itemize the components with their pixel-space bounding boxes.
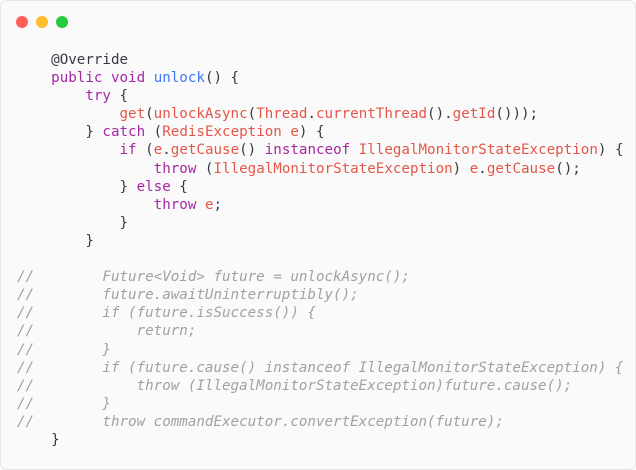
code-token: }	[17, 214, 129, 231]
code-token: // throw commandExecutor.convertExceptio…	[17, 413, 504, 430]
code-token: // throw (IllegalMonitorStateException)f…	[17, 377, 573, 394]
code-line: try {	[17, 87, 624, 105]
code-token: // future.awaitUninterruptibly();	[17, 287, 359, 304]
code-token: }	[17, 124, 103, 141]
code-token: )	[452, 160, 470, 177]
code-line: }	[17, 214, 624, 232]
code-token: RedisException	[162, 124, 282, 141]
code-token: e	[153, 142, 163, 159]
code-line: throw (IllegalMonitorStateException) e.g…	[17, 160, 624, 178]
code-line: } catch (RedisException e) {	[17, 123, 624, 141]
code-line: }	[17, 431, 624, 449]
code-line: // }	[17, 395, 624, 413]
code-token: .	[307, 106, 316, 123]
code-token	[102, 70, 111, 86]
code-token: else	[136, 178, 171, 195]
code-line: // throw commandExecutor.convertExceptio…	[17, 413, 624, 431]
code-token	[350, 142, 359, 158]
code-token: e	[290, 124, 299, 141]
code-token: ()));	[495, 106, 539, 123]
code-token: throw	[153, 196, 197, 213]
code-token: e	[204, 196, 214, 213]
code-token: void	[110, 70, 146, 87]
code-token: .	[162, 142, 171, 159]
code-line: } else {	[17, 178, 624, 196]
code-token: ();	[555, 160, 581, 177]
code-line: throw e;	[17, 196, 624, 214]
code-token	[17, 88, 85, 104]
code-token: (	[145, 124, 163, 141]
code-token: .	[478, 160, 487, 177]
code-token: if	[119, 142, 137, 159]
maximize-button[interactable]	[56, 16, 68, 28]
code-token: // if (future.isSuccess()) {	[17, 305, 316, 322]
code-token: (	[145, 106, 154, 123]
code-token: // return;	[17, 323, 197, 340]
code-token: unlockAsync	[153, 106, 248, 123]
code-token: public	[51, 70, 103, 87]
code-token: ;	[213, 196, 223, 213]
code-token: Thread	[256, 106, 308, 123]
code-token: e	[469, 160, 479, 177]
code-token: instanceof	[264, 142, 351, 159]
code-token: {	[110, 88, 129, 105]
code-token: (	[136, 142, 154, 159]
code-token	[17, 70, 51, 86]
code-block: @Override public void unlock() { try { g…	[17, 51, 624, 449]
close-button[interactable]	[16, 16, 28, 28]
code-token: try	[85, 88, 111, 105]
code-token: getId	[452, 106, 496, 123]
code-token	[145, 70, 154, 86]
code-token: }	[17, 178, 137, 195]
code-token: }	[17, 431, 60, 448]
code-token	[17, 197, 154, 213]
code-token	[17, 52, 51, 68]
code-line: // }	[17, 341, 624, 359]
code-token: // }	[17, 395, 111, 412]
code-token: ().	[427, 106, 453, 123]
code-line: // if (future.cause() instanceof Illegal…	[17, 359, 624, 377]
code-token: unlock	[153, 70, 205, 87]
code-token: {	[170, 178, 188, 195]
code-token: getCause	[486, 160, 556, 177]
code-token	[17, 161, 154, 177]
code-token: IllegalMonitorStateException	[358, 142, 598, 159]
code-token: // }	[17, 341, 111, 358]
code-token: () {	[204, 70, 240, 87]
code-token: IllegalMonitorStateException	[213, 160, 453, 177]
code-line	[17, 250, 624, 268]
window-controls	[16, 16, 68, 28]
code-token	[17, 142, 120, 158]
minimize-button[interactable]	[36, 16, 48, 28]
code-line: get(unlockAsync(Thread.currentThread().g…	[17, 105, 624, 123]
code-token: getCause	[170, 142, 240, 159]
code-token: // if (future.cause() instanceof Illegal…	[17, 359, 624, 376]
code-token: // Future<Void> future = unlockAsync();	[17, 269, 410, 286]
code-token: get	[119, 106, 146, 123]
code-token	[17, 106, 120, 122]
code-token: ) {	[298, 124, 325, 141]
code-token: @Override	[51, 52, 129, 68]
code-token: ) {	[597, 142, 624, 159]
code-line: // if (future.isSuccess()) {	[17, 304, 624, 322]
code-token: }	[17, 232, 94, 249]
code-token: (	[247, 106, 257, 123]
code-token: throw	[153, 160, 197, 177]
code-token: currentThread	[315, 106, 428, 123]
code-line: if (e.getCause() instanceof IllegalMonit…	[17, 141, 624, 159]
code-token: (	[196, 160, 214, 177]
code-line: // throw (IllegalMonitorStateException)f…	[17, 377, 624, 395]
code-line: // return;	[17, 322, 624, 340]
code-token	[196, 197, 205, 213]
code-token: catch	[102, 124, 146, 141]
code-line: @Override	[17, 51, 624, 69]
code-token: ()	[239, 142, 265, 159]
code-line: public void unlock() {	[17, 69, 624, 87]
code-line: }	[17, 232, 624, 250]
code-line: // Future<Void> future = unlockAsync();	[17, 268, 624, 286]
code-line: // future.awaitUninterruptibly();	[17, 286, 624, 304]
